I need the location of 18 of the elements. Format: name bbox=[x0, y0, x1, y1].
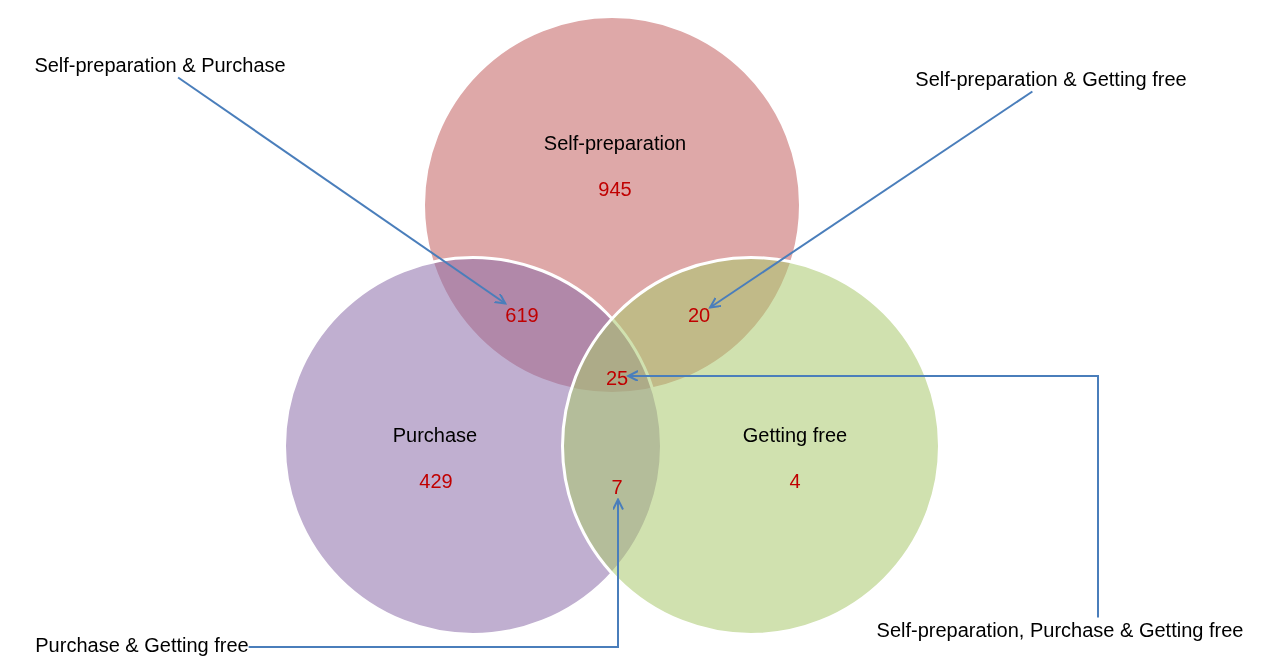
leader-line bbox=[627, 370, 1099, 619]
count-label: 945 bbox=[598, 178, 632, 200]
count-label: 619 bbox=[505, 302, 539, 328]
callout-label: Self-preparation & Getting free bbox=[915, 66, 1187, 92]
leader-line bbox=[247, 498, 624, 648]
set-label: Purchase bbox=[392, 424, 478, 446]
count-label: 429 bbox=[419, 470, 453, 492]
leader-line bbox=[709, 90, 1034, 309]
callout-label: Purchase & Getting free bbox=[35, 632, 249, 657]
count-label: 4 bbox=[789, 470, 801, 492]
leader-line bbox=[177, 76, 507, 305]
count-label: 25 bbox=[605, 365, 629, 391]
count-label: 20 bbox=[687, 302, 711, 328]
callout-label: Self-preparation & Purchase bbox=[34, 52, 286, 78]
set-label: Self-preparation bbox=[543, 132, 687, 154]
count-label: 7 bbox=[611, 474, 623, 500]
callout-label: Self-preparation, Purchase & Getting free bbox=[876, 617, 1244, 643]
set-label: Getting free bbox=[742, 424, 848, 446]
